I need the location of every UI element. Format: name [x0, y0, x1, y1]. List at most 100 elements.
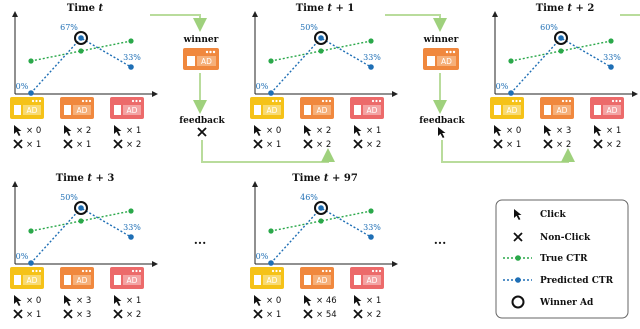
ad-icon-image — [304, 105, 311, 115]
ad-label: AD — [557, 106, 568, 115]
ad-icon-banner — [553, 105, 571, 115]
ad-icon-dot — [568, 99, 572, 103]
pred-ctr-point — [608, 64, 614, 70]
nonclick-icon — [303, 139, 313, 149]
click-count: × 1 — [126, 126, 141, 136]
true-ctr-point — [558, 48, 564, 54]
ad-icon-image — [14, 105, 21, 115]
nonclick-icon — [593, 139, 603, 149]
ad-icon-banner — [263, 275, 281, 285]
frame-title-var: t — [324, 173, 329, 184]
winner-node-1: winner AD — [183, 35, 219, 70]
ad-label: AD — [201, 57, 212, 66]
ad-label: AD — [607, 106, 618, 115]
pred-ctr-point — [28, 90, 34, 96]
ad-icon-dot — [371, 269, 375, 273]
true-ctr-point — [28, 228, 34, 234]
ad-icon-dot — [328, 99, 332, 103]
nonclick-icon-shape — [253, 309, 263, 319]
ad-icon-image — [64, 105, 71, 115]
click-icon — [354, 125, 362, 136]
click-icon-shape — [304, 295, 312, 306]
ad-icon-image — [64, 275, 71, 285]
ad-icon-dot — [271, 269, 275, 273]
frame-title-suffix: + 97 — [329, 173, 358, 184]
true-ctr-line — [30, 40, 132, 62]
flow-connectors — [150, 14, 640, 163]
nonclick-icon — [543, 139, 553, 149]
ad-icon-dot — [81, 99, 85, 103]
ad-icon-image — [354, 105, 361, 115]
ad-icon-image — [14, 275, 21, 285]
ad-icon-dot — [278, 99, 282, 103]
nonclick-icon — [253, 309, 263, 319]
nonclick-icon-shape — [353, 139, 363, 149]
pred-ctr-label: 67% — [60, 23, 78, 32]
click-icon-shape — [494, 125, 502, 136]
frame-title: Time t + 1 — [296, 3, 355, 14]
pred-ctr-label: 33% — [123, 223, 141, 232]
pred-ctr-point — [558, 35, 564, 41]
ad-icon-dot — [138, 269, 142, 273]
ad-icon-3: AD — [350, 267, 384, 289]
pred-ctr-line — [270, 207, 372, 264]
winner-ring — [74, 31, 88, 45]
ad-icon-dot — [511, 99, 515, 103]
nonclick-icon — [197, 127, 207, 137]
nonclick-count: × 1 — [266, 140, 281, 150]
pred-ctr-line — [30, 37, 132, 94]
ad-label: AD — [507, 106, 518, 115]
legend-click-icon — [514, 209, 522, 220]
click-count: × 3 — [76, 296, 91, 306]
click-count: × 1 — [126, 296, 141, 306]
true-ctr-line — [510, 40, 612, 62]
legend: Click Non-Click True CTR Predicted CTR W… — [495, 199, 629, 319]
ellipsis-2: ... — [434, 233, 447, 247]
nonclick-icon — [303, 309, 313, 319]
ad-icon-1: AD — [250, 267, 284, 289]
pred-ctr-point — [78, 205, 84, 211]
ad-icon-dot — [371, 99, 375, 103]
click-icon — [304, 125, 312, 136]
legend-winner-label: Winner Ad — [539, 298, 594, 308]
legend-nonclick-label: Non-Click — [540, 233, 591, 243]
legend-true-ctr-label: True CTR — [540, 254, 588, 264]
pred-ctr-point — [318, 205, 324, 211]
click-count: × 3 — [556, 126, 571, 136]
pred-ctr-point — [508, 90, 514, 96]
ad-icon-image — [114, 105, 121, 115]
click-icon-shape — [304, 125, 312, 136]
frame-title-main: Time — [56, 173, 88, 184]
nonclick-icon-shape — [113, 139, 123, 149]
click-count: × 0 — [266, 296, 281, 306]
legend-true-ctr-line — [503, 255, 532, 261]
ad-label: AD — [441, 57, 452, 66]
true-ctr-point — [268, 58, 274, 64]
click-icon-shape — [64, 125, 72, 136]
nonclick-count: × 2 — [126, 140, 141, 150]
click-count: × 0 — [26, 296, 41, 306]
legend-pred-ctr-line — [503, 277, 532, 283]
ad-icon-dot — [35, 269, 38, 273]
ad-icon-dot — [275, 99, 278, 103]
click-icon-shape — [354, 295, 362, 306]
winner-label: winner — [183, 35, 219, 45]
nonclick-icon-shape — [113, 309, 123, 319]
click-count: × 1 — [366, 296, 381, 306]
winner-node-2: winner AD — [423, 35, 459, 70]
frame-title-main: Time — [292, 173, 324, 184]
ad-icon-image — [114, 275, 121, 285]
ad-icon-banner — [263, 105, 281, 115]
ad-icon-dot — [38, 269, 42, 273]
pred-ctr-line — [30, 207, 132, 264]
true-ctr-point — [318, 218, 324, 224]
ad-icon-dot — [85, 269, 88, 273]
pred-ctr-point — [268, 260, 274, 266]
nonclick-icon-shape — [493, 139, 503, 149]
pred-ctr-line — [270, 37, 372, 94]
ad-icon-image — [594, 105, 601, 115]
ad-label: AD — [27, 276, 38, 285]
nonclick-count: × 2 — [366, 140, 381, 150]
click-icon-shape — [254, 125, 262, 136]
frame-title-main: Time — [296, 3, 328, 14]
